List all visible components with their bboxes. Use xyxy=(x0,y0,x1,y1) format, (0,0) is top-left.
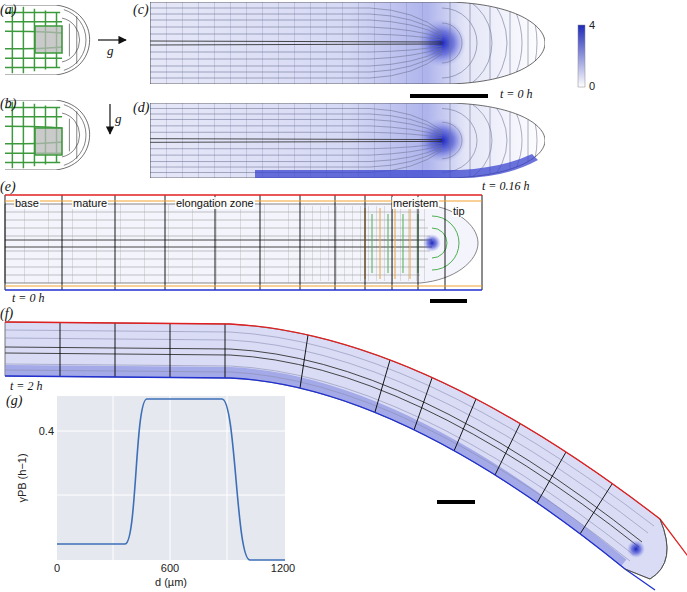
panel-label: (f) xyxy=(0,306,13,321)
shaded-cells xyxy=(35,128,62,155)
root-cap xyxy=(625,519,667,579)
gravity-label: g xyxy=(107,44,114,58)
colorbar xyxy=(578,25,585,87)
panel-label: (d) xyxy=(133,100,149,115)
gravity-arrow xyxy=(98,39,126,40)
panel-a xyxy=(5,5,126,75)
lower-edge xyxy=(5,376,655,590)
scale-bar xyxy=(410,94,488,98)
orange-line xyxy=(5,201,482,286)
panel-label: (c) xyxy=(133,2,149,17)
lower-edge xyxy=(5,289,482,290)
colorbar-tick: 0 xyxy=(589,80,595,92)
scale-bar xyxy=(437,500,475,504)
panel-label: (a) xyxy=(0,2,16,17)
upper-edge xyxy=(5,322,687,559)
grid-lines xyxy=(5,195,482,290)
stele xyxy=(5,240,432,247)
quiescent-centre xyxy=(627,540,645,558)
panel-e xyxy=(5,195,482,303)
zone-label: base xyxy=(14,197,40,209)
zone-label: elongation zone xyxy=(175,197,255,209)
cell-walls xyxy=(5,204,300,283)
cell-walls xyxy=(300,206,425,281)
colorbar-tick: 4 xyxy=(589,19,595,31)
panel-f xyxy=(5,322,687,590)
panel-label: (b) xyxy=(0,96,16,111)
panel-label: (g) xyxy=(6,393,22,408)
axis-label: d (µm) xyxy=(155,576,187,588)
upper-edge xyxy=(5,194,482,195)
scale-bar xyxy=(430,299,467,303)
tick-label: 600 xyxy=(161,562,179,574)
time-label: t = 0 h xyxy=(12,292,44,305)
tick-label: 0.4 xyxy=(39,425,54,437)
time-label: t = 0 h xyxy=(500,88,532,101)
zone-label: meristem xyxy=(392,197,439,209)
rate-curve xyxy=(57,399,285,560)
bent-root xyxy=(5,322,667,579)
axis-label: γPB (h−1) xyxy=(16,453,28,502)
auxin-flank xyxy=(255,154,538,178)
tick-label: 1200 xyxy=(271,562,295,574)
panel-g xyxy=(57,396,285,560)
gravity-label: g xyxy=(115,112,122,126)
root-body xyxy=(5,204,478,283)
cell-files xyxy=(5,212,430,275)
panel-label: (e) xyxy=(0,179,16,194)
time-label: t = 0.16 h xyxy=(482,180,529,193)
gridline xyxy=(57,396,285,560)
root-sketch xyxy=(5,5,90,75)
time-label: t = 2 h xyxy=(10,380,42,393)
shaded-cells xyxy=(35,26,62,53)
zone-label: tip xyxy=(452,205,466,217)
quiescent-centre xyxy=(423,234,441,252)
gravity-arrow xyxy=(109,104,110,134)
zone-label: mature xyxy=(72,197,108,209)
root-sketch xyxy=(5,100,90,170)
tick-label: 0 xyxy=(54,562,60,574)
panel-b xyxy=(5,100,110,170)
plot-area xyxy=(57,396,285,560)
